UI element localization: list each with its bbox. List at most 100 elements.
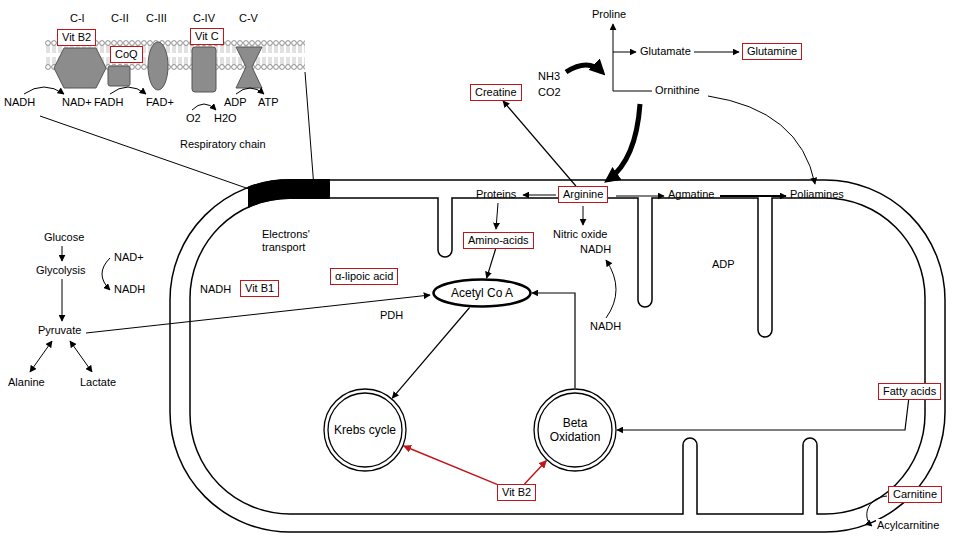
text-label: Glucose bbox=[44, 231, 84, 244]
text-label: C-IV bbox=[193, 12, 215, 25]
node-text: Vit C bbox=[195, 30, 219, 43]
text-label: Glutamate bbox=[640, 45, 691, 58]
nutrient-box: CoQ bbox=[110, 46, 143, 63]
node-text: α-lipoic acid bbox=[335, 270, 393, 283]
nutrient-box: Carnitine bbox=[888, 486, 942, 503]
nutrient-box: Vit B1 bbox=[240, 280, 279, 297]
text-label: C-III bbox=[146, 12, 167, 25]
complex-one bbox=[54, 48, 106, 88]
flow-arrow bbox=[708, 96, 815, 184]
flow-arrow bbox=[70, 341, 92, 372]
text-label: Electrons' transport bbox=[262, 228, 332, 254]
text-label: Ornithine bbox=[655, 84, 700, 97]
nutrient-box: Arginine bbox=[558, 186, 608, 203]
text-label: FAD+ bbox=[146, 96, 174, 109]
complex-five bbox=[236, 47, 262, 88]
text-label: NAD+ bbox=[62, 96, 92, 109]
nutrient-box: Vit C bbox=[190, 28, 224, 45]
connector-arrow bbox=[487, 249, 496, 278]
reaction-arc bbox=[102, 258, 110, 290]
flow-arrow bbox=[496, 203, 498, 229]
text-label: Poliamines bbox=[790, 188, 844, 201]
node-text: Carnitine bbox=[893, 488, 937, 501]
node-text: Vit B2 bbox=[62, 31, 91, 44]
text-label: C-V bbox=[239, 12, 258, 25]
flow-arrow bbox=[62, 279, 63, 321]
connector-arrow bbox=[532, 293, 575, 388]
connector-arrow bbox=[404, 446, 497, 484]
node-text: Beta Oxidation bbox=[543, 416, 607, 444]
reaction-arc bbox=[192, 104, 216, 110]
text-label: H2O bbox=[214, 112, 237, 125]
connector-arrow bbox=[617, 400, 909, 430]
connector-arrow bbox=[525, 461, 547, 484]
text-label: NH3 bbox=[538, 70, 560, 83]
zoom-line bbox=[40, 116, 252, 190]
cycle-circle: Beta Oxidation bbox=[533, 388, 617, 472]
complex-two bbox=[108, 66, 130, 86]
text-label: Acylcarnitine bbox=[876, 519, 940, 532]
nutrient-box: α-lipoic acid bbox=[330, 268, 398, 285]
node-text: Vit B2 bbox=[502, 486, 531, 499]
node-text: Acetyl Co A bbox=[451, 286, 513, 300]
text-label: PDH bbox=[380, 309, 403, 322]
connector-arrow bbox=[392, 308, 469, 399]
text-label: NADH bbox=[114, 283, 145, 296]
node-text: Vit B1 bbox=[245, 282, 274, 295]
text-label: Respiratory chain bbox=[180, 138, 266, 151]
text-label: NADH bbox=[590, 320, 621, 333]
text-label: Lactate bbox=[80, 376, 116, 389]
flow-arrow bbox=[694, 52, 739, 53]
flow-arrow bbox=[613, 52, 636, 53]
zoom-line bbox=[305, 72, 314, 188]
text-label: Proline bbox=[592, 8, 626, 21]
reaction-arc bbox=[236, 88, 264, 94]
flow-arrow bbox=[30, 341, 52, 372]
text-label: Proteins bbox=[476, 188, 516, 201]
text-label: NADH bbox=[580, 243, 611, 256]
node-text: Arginine bbox=[563, 188, 603, 201]
node-text: Glutamine bbox=[747, 45, 797, 58]
text-label: ATP bbox=[258, 96, 279, 109]
flow-arrow bbox=[86, 295, 430, 333]
outer-membrane bbox=[170, 180, 945, 532]
nutrient-box: Vit B2 bbox=[497, 484, 536, 501]
circle-outline bbox=[538, 393, 612, 467]
ellipse-outline bbox=[434, 280, 531, 307]
text-label: ADP bbox=[712, 258, 735, 271]
reaction-arc bbox=[110, 87, 146, 94]
flow-arrow bbox=[523, 195, 556, 196]
circle-outline bbox=[534, 389, 616, 471]
inner-membrane bbox=[190, 198, 925, 514]
flow-arrow bbox=[62, 246, 63, 261]
metabolite-ellipse: Acetyl Co A bbox=[432, 278, 532, 308]
reaction-arc bbox=[606, 260, 616, 318]
flow-arrow bbox=[583, 206, 584, 225]
circle-outline bbox=[324, 389, 406, 471]
text-label: Glycolysis bbox=[36, 264, 86, 277]
text-label: Pyruvate bbox=[38, 324, 81, 337]
flow-arrow bbox=[613, 24, 652, 91]
text-label: Agmatine bbox=[668, 188, 714, 201]
node-text: Fatty acids bbox=[883, 385, 936, 398]
complex-four bbox=[192, 47, 216, 92]
nutrient-box: Creatine bbox=[470, 84, 522, 101]
text-label: Alanine bbox=[8, 376, 45, 389]
node-text: Krebs cycle bbox=[333, 423, 397, 437]
complex-three bbox=[148, 42, 168, 90]
nutrient-box: Vit B2 bbox=[57, 29, 96, 46]
text-label: NADH bbox=[200, 283, 231, 296]
text-label: CO2 bbox=[538, 86, 561, 99]
connector-arrow bbox=[503, 101, 576, 186]
text-label: Nitric oxide bbox=[553, 228, 607, 241]
text-label: C-I bbox=[70, 12, 85, 25]
flow-arrow bbox=[720, 195, 786, 197]
respiratory-chain-patch bbox=[248, 189, 330, 232]
text-label: NAD+ bbox=[114, 251, 144, 264]
nutrient-box: Amino-acids bbox=[463, 232, 534, 249]
nutrient-box: Glutamine bbox=[742, 43, 802, 60]
circle-outline bbox=[328, 393, 402, 467]
node-text: Creatine bbox=[475, 86, 517, 99]
